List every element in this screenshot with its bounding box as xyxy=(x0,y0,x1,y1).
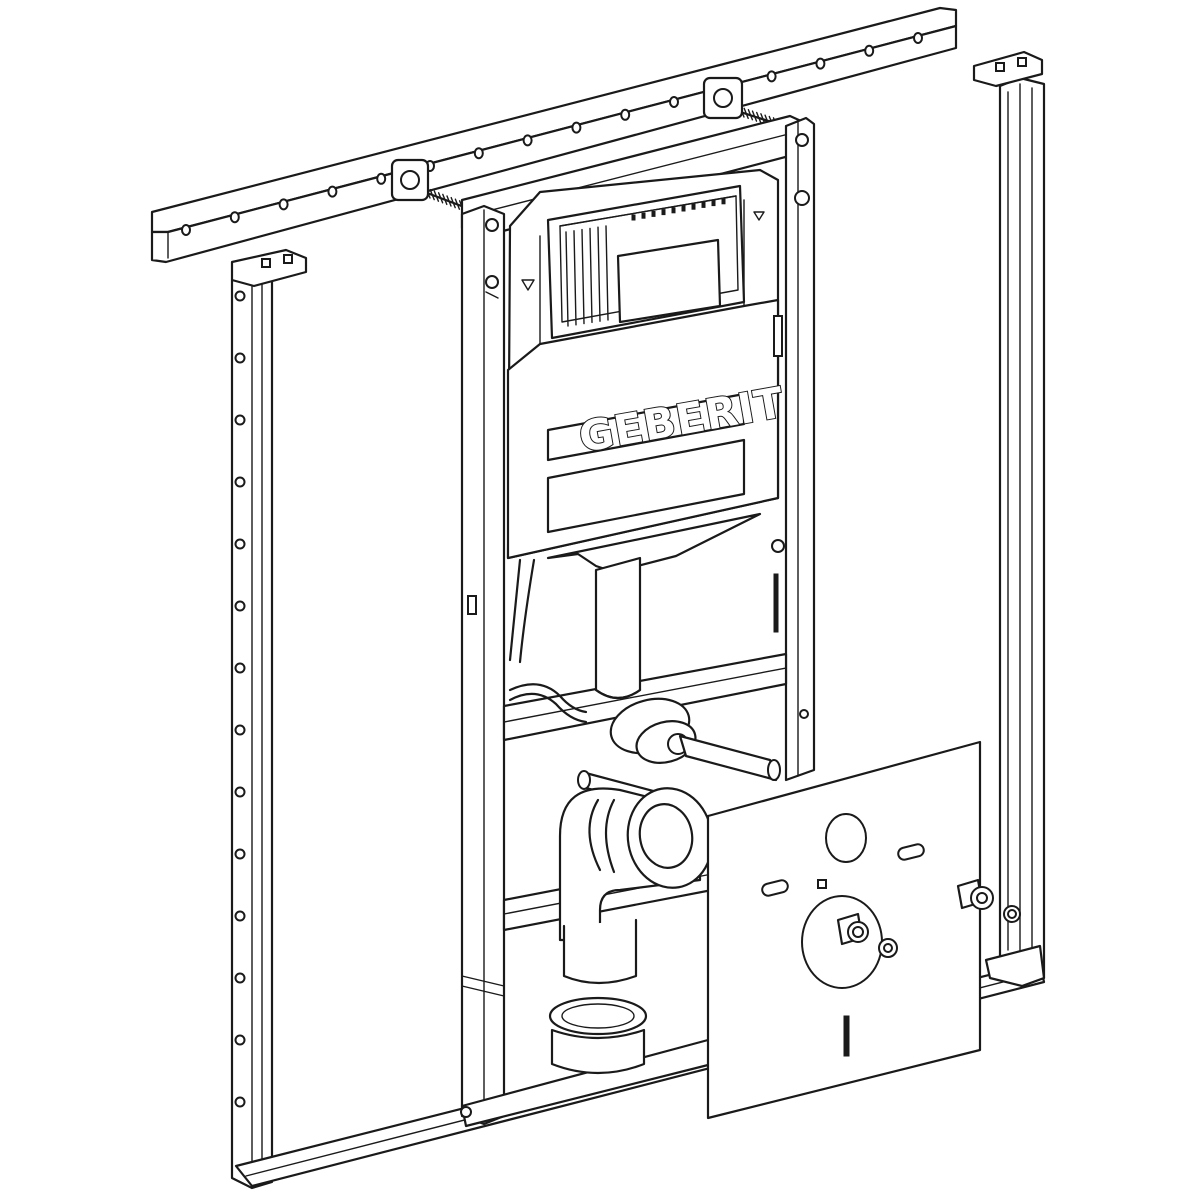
left-leg-holes xyxy=(234,290,246,1108)
leg-hole xyxy=(234,662,246,674)
supply-hose xyxy=(508,558,588,724)
logo-band xyxy=(546,392,746,462)
flush-plate-opening xyxy=(546,184,746,340)
rail-hole xyxy=(327,185,338,198)
leg-hole xyxy=(234,724,246,736)
top-wall-rail xyxy=(150,6,958,264)
left-support-leg xyxy=(230,248,308,1190)
rail-hole xyxy=(815,57,826,70)
leg-hole xyxy=(234,414,246,426)
leg-hole xyxy=(234,352,246,364)
leg-hole xyxy=(234,1096,246,1108)
mounting-bolt-side xyxy=(956,878,1021,923)
flush-connector xyxy=(577,697,781,814)
leg-hole xyxy=(234,786,246,798)
drain-bend xyxy=(558,787,714,985)
rail-hole xyxy=(473,147,484,160)
leg-hole xyxy=(234,600,246,612)
leg-hole xyxy=(234,290,246,302)
leg-hole xyxy=(234,910,246,922)
mounting-bolt-panel xyxy=(836,912,869,946)
leg-hole xyxy=(234,476,246,488)
rail-hole xyxy=(181,224,191,236)
leg-hole xyxy=(234,848,246,860)
drain-socket xyxy=(548,996,648,1075)
threaded-rod-left xyxy=(390,158,474,215)
rail-hole xyxy=(522,134,533,147)
rail-hole xyxy=(913,32,923,44)
rail-hole xyxy=(669,96,679,108)
rail-hole xyxy=(278,198,289,211)
leg-hole xyxy=(234,972,246,984)
leg-hole xyxy=(234,538,246,550)
rail-hole xyxy=(571,121,582,134)
rail-hole xyxy=(620,108,631,121)
flush-pipe xyxy=(594,556,642,700)
rail-hole xyxy=(766,70,777,83)
rail-hole xyxy=(864,44,875,57)
cistern: GEBERIT xyxy=(485,168,789,574)
rail-hole xyxy=(376,172,387,185)
leg-hole xyxy=(234,1034,246,1046)
right-support-leg xyxy=(972,50,1046,988)
rail-hole xyxy=(229,211,240,224)
